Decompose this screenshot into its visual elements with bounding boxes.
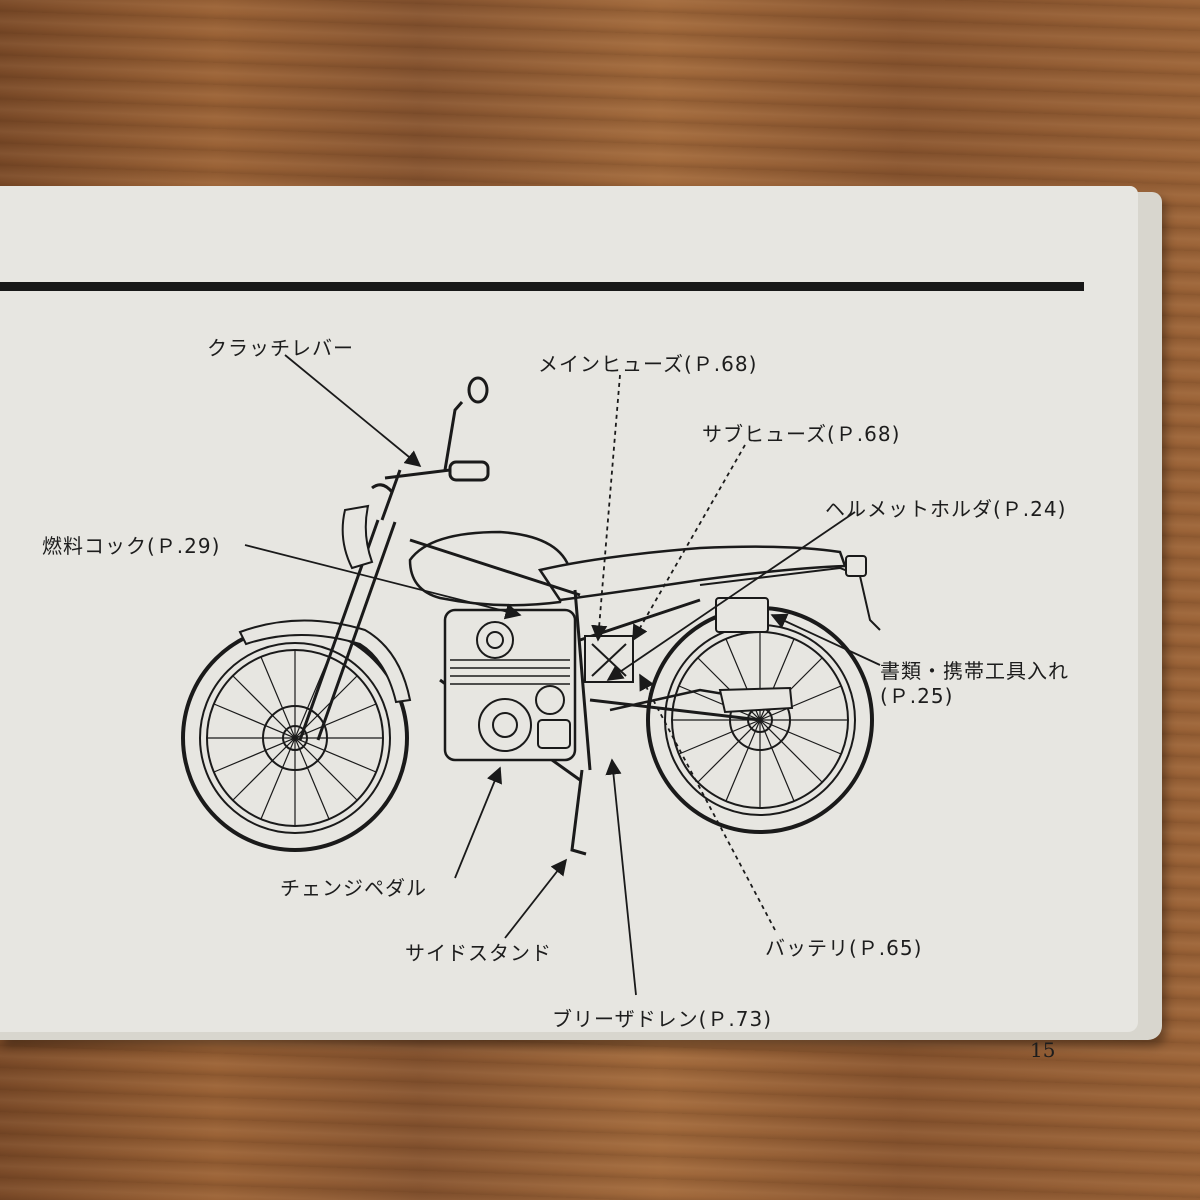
sub-fuse-label: サブヒューズ(Ｐ.68)	[702, 422, 901, 446]
leader-lines	[244, 354, 881, 996]
fuel-cock-label: 燃料コック(Ｐ.29)	[42, 534, 221, 558]
motorcycle-illustration	[181, 376, 881, 856]
document-tool-case-label: 書類・携帯工具入れ	[880, 659, 1069, 683]
helmet-holder-label: ヘルメットホルダ(Ｐ.24)	[825, 497, 1067, 521]
leader-breather-drain	[605, 758, 637, 996]
leader-side-stand	[504, 858, 567, 939]
tail-light	[845, 555, 867, 577]
manual-page	[0, 186, 1138, 1032]
handlebar	[371, 376, 490, 493]
leader-fuel-cock	[244, 544, 522, 620]
page-number: 15	[1030, 1038, 1056, 1062]
main-fuse-label: メインヒューズ(Ｐ.68)	[538, 352, 758, 376]
chain-guard-plate	[718, 686, 794, 714]
front-fender	[238, 619, 412, 704]
header-rule	[0, 282, 1084, 291]
leader-helmet-holder	[606, 511, 856, 681]
leader-clutch-lever	[284, 354, 422, 468]
breather-drain-label: ブリーザドレン(Ｐ.73)	[552, 1007, 773, 1031]
side-stand-part	[570, 769, 587, 856]
tool-box	[715, 597, 769, 633]
battery-label: バッテリ(Ｐ.65)	[765, 936, 923, 960]
leader-battery	[639, 673, 776, 931]
leader-sub-fuse	[632, 444, 746, 642]
document-tool-case-page-label: (Ｐ.25)	[880, 684, 954, 708]
battery-compartment	[584, 635, 634, 683]
leader-document-tool-case	[770, 613, 881, 666]
engine	[443, 608, 577, 762]
change-pedal-label: チェンジペダル	[280, 876, 427, 900]
front-wheel	[181, 624, 409, 852]
side-stand-label: サイドスタンド	[405, 941, 552, 965]
leader-change-pedal	[454, 766, 502, 879]
headlight	[341, 504, 374, 570]
leader-main-fuse	[591, 374, 621, 642]
clutch-lever-label: クラッチレバー	[207, 336, 354, 360]
